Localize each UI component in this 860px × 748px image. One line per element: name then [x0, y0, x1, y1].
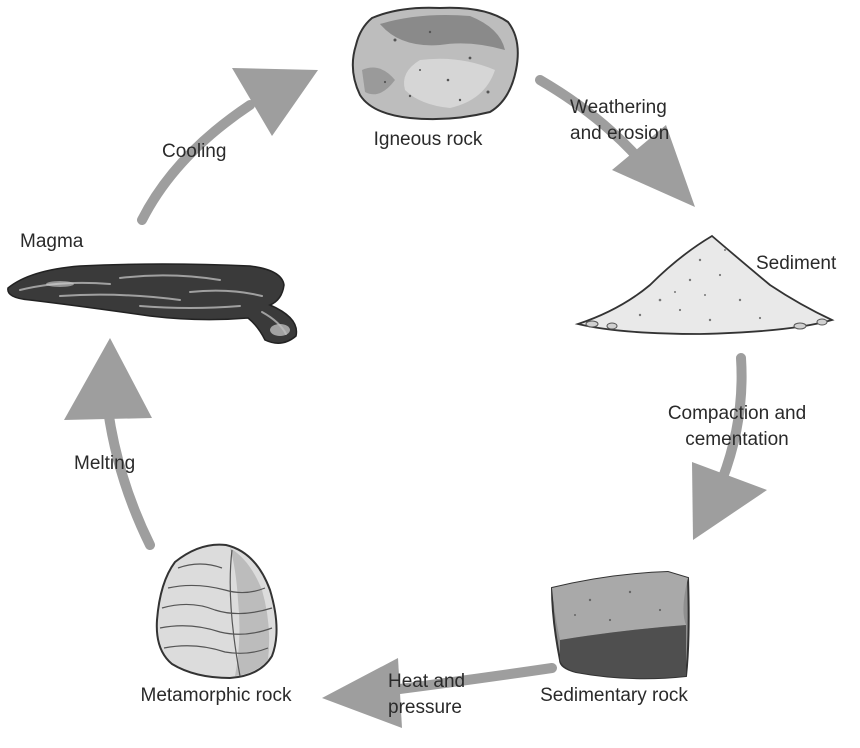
arrow-heat-pressure	[322, 658, 557, 728]
igneous-rock-label: Igneous rock	[373, 129, 483, 150]
weathering-label-line1: Weathering	[570, 97, 667, 118]
sediment-label: Sediment	[756, 253, 837, 274]
sedimentary-rock-image	[550, 570, 690, 680]
heat-label-line1: Heat and	[388, 671, 466, 692]
sedimentary-rock-label: Sedimentary rock	[540, 685, 688, 706]
magma-label: Magma	[20, 231, 84, 252]
metamorphic-rock-label: Metamorphic rock	[140, 685, 292, 706]
sediment-image	[574, 234, 835, 335]
arrow-weathering	[535, 75, 695, 207]
arrow-melting	[64, 338, 155, 550]
heat-label-line2: pressure	[388, 697, 462, 718]
cooling-label: Cooling	[162, 141, 227, 162]
compaction-label-line2: cementation	[685, 429, 789, 450]
weathering-label-line2: and erosion	[570, 123, 670, 144]
arrow-cooling	[137, 68, 318, 225]
compaction-label-line1: Compaction and	[667, 403, 807, 424]
magma-image	[7, 263, 298, 344]
metamorphic-rock-image	[155, 543, 278, 680]
melting-label: Melting	[74, 453, 136, 474]
arrow-compaction	[692, 353, 767, 540]
igneous-rock-image	[351, 6, 519, 121]
